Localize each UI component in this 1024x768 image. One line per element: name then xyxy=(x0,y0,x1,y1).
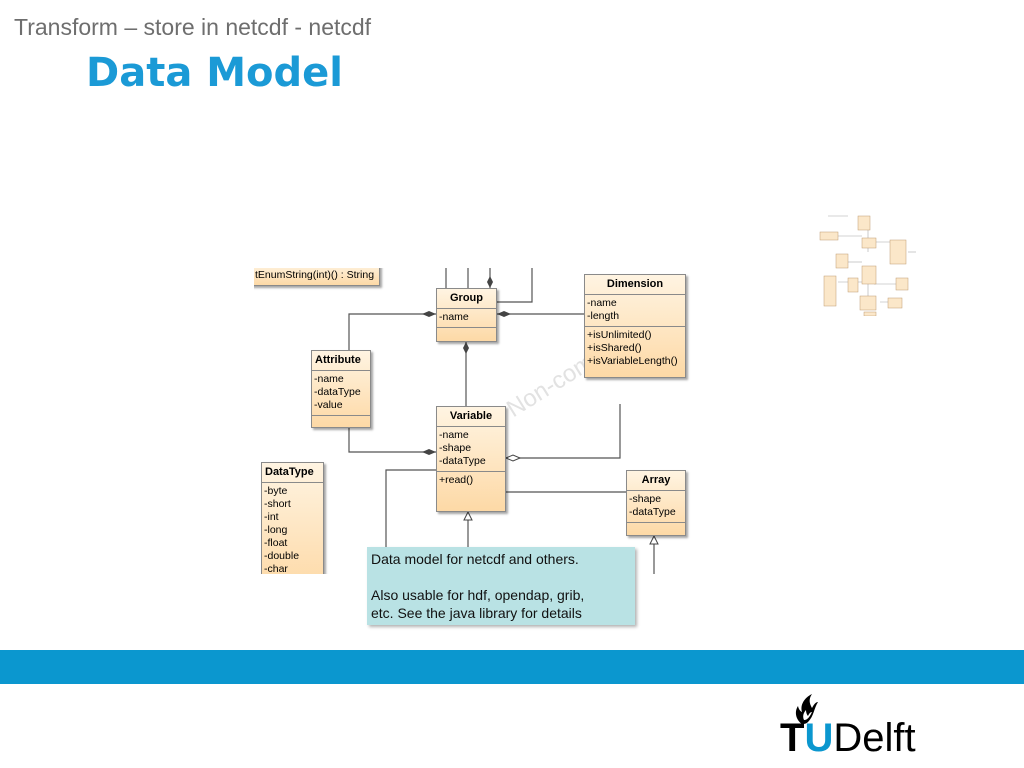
uml-operation: +isShared() xyxy=(587,342,642,354)
uml-class-name: Variable xyxy=(437,407,505,427)
page-title: Data Model xyxy=(86,50,343,96)
caption-line: Data model for netcdf and others. xyxy=(371,551,579,567)
uml-literal: -byte xyxy=(264,485,288,497)
diagram-thumbnail xyxy=(819,215,916,316)
caption-line: etc. See the java library for details xyxy=(371,605,582,621)
caption-box: Data model for netcdf and others. Also u… xyxy=(367,547,635,625)
composition-diamond xyxy=(463,342,469,354)
connector-variable-dimension xyxy=(506,404,621,459)
connector-group-attribute xyxy=(348,313,436,354)
logo-letter-u: U xyxy=(804,716,834,760)
uml-attribute: -dataType xyxy=(439,455,486,467)
connector-attribute-variable xyxy=(348,428,436,453)
generalization-triangle xyxy=(463,510,473,521)
uml-literal: -long xyxy=(264,524,288,536)
uml-attribute: -name xyxy=(439,429,469,441)
generalization-triangle xyxy=(649,534,659,545)
uml-literal: -double xyxy=(264,550,300,562)
tudelft-logo: TUDelft xyxy=(780,690,950,762)
connector-variable-down xyxy=(385,469,436,574)
uml-class-variable: Variable -name -shape -dataType +read() xyxy=(436,406,506,512)
uml-literal: -short xyxy=(264,498,291,510)
uml-attribute: -dataType xyxy=(314,386,361,398)
uml-class-datatype: DataType -byte -short -int -long -float … xyxy=(261,462,324,574)
uml-attribute: -name xyxy=(587,297,617,309)
composition-diamond xyxy=(487,276,493,288)
uml-attribute: -value xyxy=(314,399,343,411)
uml-attribute: -shape xyxy=(629,493,662,505)
uml-class-name: Group xyxy=(437,289,496,309)
uml-class-name: Dimension xyxy=(585,275,685,295)
breadcrumb: Transform – store in netcdf - netcdf xyxy=(14,14,372,40)
uml-class-name: Array xyxy=(627,471,685,491)
uml-attribute: -length xyxy=(587,310,620,322)
uml-literal: -int xyxy=(264,511,279,523)
uml-attribute: -name xyxy=(439,311,469,323)
uml-class-name: DataType xyxy=(262,463,323,483)
uml-operation: +isUnlimited() xyxy=(587,329,652,341)
uml-class-array: Array -shape -dataType xyxy=(626,470,686,536)
uml-operation: +isVariableLength() xyxy=(587,355,678,367)
uml-attribute: -name xyxy=(314,373,344,385)
logo-wordmark: TUDelft xyxy=(780,716,916,760)
composition-diamond xyxy=(422,449,436,455)
uml-class-attribute: Attribute -name -dataType -value xyxy=(311,350,371,428)
uml-operation: tEnumString(int)() : String xyxy=(255,269,375,281)
uml-class-name: Attribute xyxy=(312,351,370,371)
uml-operation: +read() xyxy=(439,474,474,486)
uml-class-dimension: Dimension -name -length +isUnlimited() +… xyxy=(584,274,686,378)
flame-icon xyxy=(795,694,818,724)
footer-band xyxy=(0,650,1024,684)
logo-delft: Delft xyxy=(833,716,916,760)
uml-attribute: -dataType xyxy=(629,506,676,518)
connector-group-self xyxy=(497,268,533,303)
composition-diamond xyxy=(497,311,511,317)
logo-letter-t: T xyxy=(780,716,805,760)
composition-diamond xyxy=(422,311,436,317)
uml-literal: -char xyxy=(264,563,288,574)
aggregation-diamond xyxy=(504,454,522,462)
uml-class-group: Group -name xyxy=(436,288,497,342)
caption-line: Also usable for hdf, opendap, grib, xyxy=(371,587,585,603)
uml-class-clipped: tEnumString(int)() : String xyxy=(254,268,380,286)
uml-diagram: Non-comm tEnumString(int)() : String Gro… xyxy=(254,268,702,574)
uml-literal: -float xyxy=(264,537,288,549)
uml-attribute: -shape xyxy=(439,442,472,454)
